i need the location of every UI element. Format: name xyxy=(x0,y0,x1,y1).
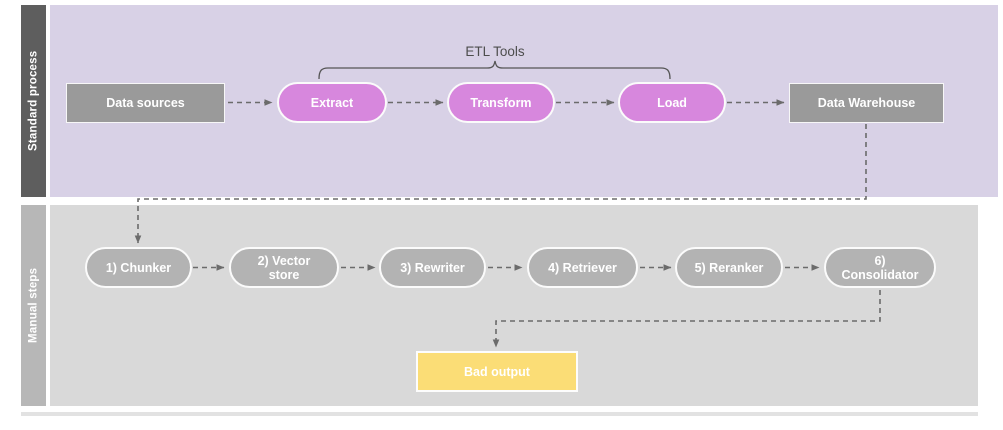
node-transform-label: Transform xyxy=(470,95,532,110)
node-extract-label: Extract xyxy=(310,95,354,110)
node-vector-store[interactable]: 2) Vector store xyxy=(229,247,339,288)
node-rewriter[interactable]: 3) Rewriter xyxy=(379,247,486,288)
node-load[interactable]: Load xyxy=(618,82,726,123)
node-chunker[interactable]: 1) Chunker xyxy=(85,247,192,288)
node-retriever-label: 4) Retriever xyxy=(548,260,617,275)
node-data-warehouse[interactable]: Data Warehouse xyxy=(789,83,944,123)
bottom-divider xyxy=(21,412,978,416)
node-transform[interactable]: Transform xyxy=(447,82,555,123)
node-rewriter-label: 3) Rewriter xyxy=(400,260,465,275)
lane-label-manual-steps: Manual steps xyxy=(21,205,46,406)
node-data-sources-label: Data sources xyxy=(106,96,185,110)
node-consolidator[interactable]: 6) Consolidator xyxy=(824,247,936,288)
node-reranker-label: 5) Reranker xyxy=(694,260,764,275)
node-consolidator-label: 6) Consolidator xyxy=(841,253,919,282)
node-load-label: Load xyxy=(657,95,687,110)
node-chunker-label: 1) Chunker xyxy=(105,260,172,275)
etl-tools-label: ETL Tools xyxy=(465,44,525,59)
node-data-warehouse-label: Data Warehouse xyxy=(817,96,916,110)
node-data-sources[interactable]: Data sources xyxy=(66,83,225,123)
node-retriever[interactable]: 4) Retriever xyxy=(527,247,638,288)
node-reranker[interactable]: 5) Reranker xyxy=(675,247,783,288)
node-extract[interactable]: Extract xyxy=(277,82,387,123)
node-vector-store-label: 2) Vector store xyxy=(257,253,311,282)
lane-label-standard-process: Standard process xyxy=(21,5,46,197)
node-bad-output[interactable]: Bad output xyxy=(416,351,578,392)
node-bad-output-label: Bad output xyxy=(464,364,530,379)
